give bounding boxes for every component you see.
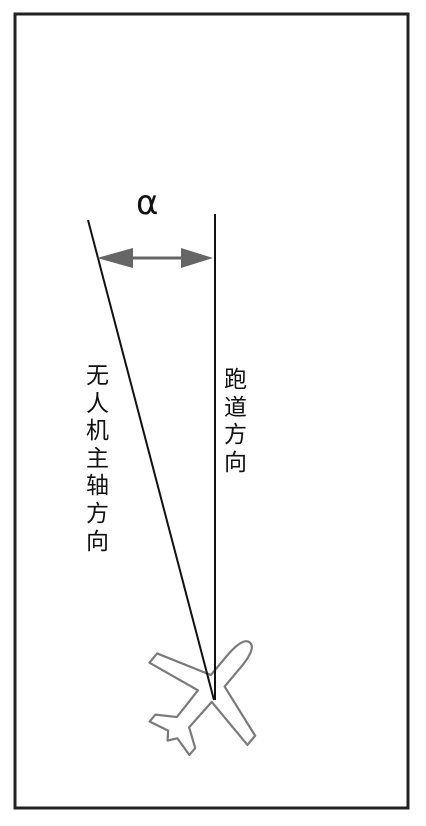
- label-char: 人: [86, 390, 109, 417]
- label-char: 方: [224, 422, 247, 449]
- label-char: 主: [86, 445, 109, 472]
- aircraft-icon: [148, 640, 257, 757]
- label-char: 机: [86, 418, 109, 445]
- label-char: 轴: [86, 473, 109, 500]
- frame-border: [13, 12, 410, 810]
- label-char: 向: [86, 528, 109, 555]
- label-char: 向: [224, 449, 247, 476]
- label-char: 跑: [224, 367, 247, 393]
- angle-alpha-label: α: [136, 183, 159, 223]
- label-char: 方: [86, 500, 109, 527]
- runway-direction-label: 跑道方向: [224, 367, 247, 477]
- label-char: 道: [224, 394, 247, 421]
- label-char: 无: [86, 363, 109, 389]
- double-arrow-icon: [97, 248, 213, 268]
- drone-axis-label: 无人机主轴方向: [86, 363, 109, 556]
- drone-axis-line: [87, 219, 215, 701]
